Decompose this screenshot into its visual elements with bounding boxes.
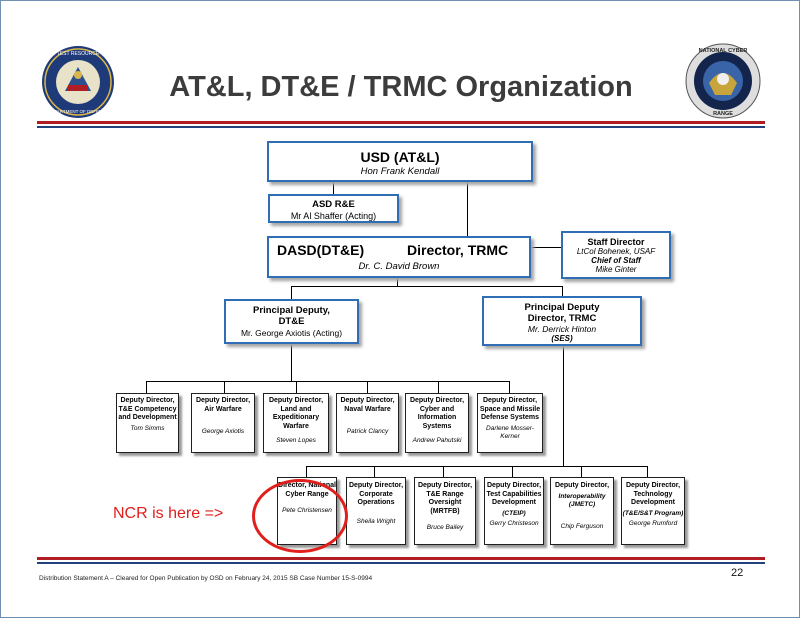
asd-box: ASD R&E Mr Al Shaffer (Acting) [268, 194, 399, 223]
usd-name: Hon Frank Kendall [360, 166, 440, 177]
trmc-deputy-name: Bruce Bailey [426, 524, 464, 531]
staff-role: Chief of Staff [591, 256, 641, 265]
principal-deputy-dte-box: Principal Deputy, DT&E Mr. George Axioti… [224, 299, 359, 344]
pd-trmc-title1: Principal Deputy [524, 302, 600, 313]
trmc-seal-logo: TEST RESOURCE DEPARTMENT OF DEFENSE [42, 46, 114, 118]
dte-deputy-name: Patrick Clancy [346, 428, 389, 435]
page-number: 22 [731, 567, 744, 579]
staff-title: Staff Director [587, 237, 645, 247]
dte-deputy-box: Deputy Director, Space and Missile Defen… [477, 393, 543, 453]
pd-dte-title1: Principal Deputy, [253, 305, 330, 316]
pd-trmc-name: Mr. Derrick Hinton [527, 324, 597, 334]
footer-rule-blue [37, 562, 765, 564]
connector [438, 381, 439, 393]
page-title: AT&L, DT&E / TRMC Organization [169, 71, 633, 103]
svg-text:NATIONAL CYBER: NATIONAL CYBER [699, 48, 748, 54]
staff-director-box: Staff Director LtCol Bohenek, USAF Chief… [561, 231, 671, 279]
connector [397, 278, 398, 286]
asd-title: ASD R&E [312, 199, 355, 210]
svg-text:RANGE: RANGE [713, 111, 733, 117]
pd-dte-name: Mr. George Axiotis (Acting) [240, 328, 343, 338]
dte-deputy-title: Deputy Director, Cyber and Information S… [409, 397, 465, 430]
connector [333, 181, 334, 195]
trmc-deputy-title: Deputy Director, T&E Range Oversight (MR… [417, 482, 473, 515]
trmc-deputy-name: Sheila Wright [356, 517, 396, 525]
trmc-deputy-box: Deputy Director, Interoperability (JMETC… [550, 477, 614, 545]
connector [146, 381, 509, 382]
dasd-box: DASD(DT&E) Director, TRMC Dr. C. David B… [267, 236, 531, 278]
connector [291, 286, 292, 299]
connector [467, 181, 468, 236]
trmc-deputy-box: Deputy Director, T&E Range Oversight (MR… [414, 477, 476, 545]
staff-name: LtCol Bohenek, USAF [576, 247, 656, 256]
connector [531, 247, 561, 248]
dte-deputy-name: Tom Simms [130, 424, 165, 432]
connector [509, 381, 510, 393]
dte-deputy-name: George Axiotis [201, 428, 245, 435]
trmc-deputy-box: Deputy Director, Corporate Operations Sh… [346, 477, 406, 545]
dte-deputy-name: Steven Lopes [276, 437, 316, 444]
connector [296, 381, 297, 393]
dte-deputy-title: Deputy Director, Land and Expeditionary … [268, 397, 324, 430]
trmc-deputy-name: Gerry Christeson [489, 519, 539, 527]
staff-name2: Mike Ginter [595, 265, 637, 274]
dte-deputy-name: Andrew Pahutski [412, 437, 462, 444]
dte-deputy-title: Deputy Director, Air Warfare [195, 397, 251, 413]
dte-deputy-box: Deputy Director, Air Warfare George Axio… [191, 393, 255, 453]
connector [581, 466, 582, 477]
dte-deputy-box: Deputy Director, Land and Expeditionary … [263, 393, 329, 453]
connector [367, 381, 368, 393]
trmc-deputy-box: Deputy Director, Technology Development … [621, 477, 685, 545]
dte-deputy-box: Deputy Director, Cyber and Information S… [405, 393, 469, 453]
connector [647, 466, 648, 477]
pd-dte-title2: DT&E [278, 316, 305, 327]
ncr-seal-logo: NATIONAL CYBER RANGE [685, 43, 761, 119]
trmc-deputy-name: George Rumford [628, 519, 678, 527]
dte-deputy-title: Deputy Director, T&E Competency and Deve… [118, 397, 177, 421]
connector [374, 466, 375, 477]
trmc-deputy-name: Chip Ferguson [560, 522, 604, 530]
footer-rule-red [37, 557, 765, 560]
connector [562, 286, 563, 296]
connector [146, 381, 147, 393]
trmc-deputy-box: Deputy Director, Test Capabilities Devel… [484, 477, 544, 545]
dasd-title-right: Director, TRMC [407, 242, 509, 258]
distribution-statement: Distribution Statement A – Cleared for O… [39, 575, 373, 582]
svg-text:TEST RESOURCE: TEST RESOURCE [57, 51, 100, 57]
connector [224, 381, 225, 393]
dte-deputy-name: Darlene Mosser-Kerner [486, 424, 534, 440]
usd-title: USD (AT&L) [360, 149, 440, 165]
connector [512, 466, 513, 477]
dasd-title-left: DASD(DT&E) [277, 242, 365, 258]
dte-deputy-box: Deputy Director, Naval Warfare Patrick C… [336, 393, 399, 453]
ncr-callout: NCR is here => [113, 505, 224, 522]
header-rule-red [37, 121, 765, 124]
dte-deputy-title: Deputy Director, Space and Missile Defen… [479, 397, 541, 421]
connector [306, 466, 647, 467]
pd-trmc-title2: Director, TRMC [527, 313, 597, 324]
connector [443, 466, 444, 477]
trmc-deputy-title: Deputy Director, Technology Development [625, 482, 681, 506]
connector [563, 346, 564, 466]
principal-deputy-trmc-box: Principal Deputy Director, TRMC Mr. Derr… [482, 296, 642, 346]
connector [291, 286, 563, 287]
dte-deputy-title: Deputy Director, Naval Warfare [340, 397, 395, 413]
dasd-name: Dr. C. David Brown [358, 261, 440, 272]
asd-name: Mr Al Shaffer (Acting) [290, 211, 377, 221]
trmc-deputy-title: Deputy Director, Corporate Operations [348, 482, 404, 506]
trmc-deputy-sub: (CTEIP) [502, 509, 526, 517]
ncr-highlight-ellipse [252, 479, 348, 553]
trmc-deputy-title: Deputy Director, [554, 482, 610, 489]
trmc-deputy-sub: Interoperability (JMETC) [558, 492, 606, 508]
dte-deputy-box: Deputy Director, T&E Competency and Deve… [116, 393, 179, 453]
pd-trmc-note: (SES) [551, 334, 573, 343]
connector [306, 466, 307, 477]
usd-box: USD (AT&L) Hon Frank Kendall [267, 141, 533, 182]
svg-text:DEPARTMENT OF DEFENSE: DEPARTMENT OF DEFENSE [48, 109, 109, 114]
trmc-deputy-sub: (T&E/S&T Program) [622, 509, 684, 517]
trmc-deputy-title: Deputy Director, Test Capabilities Devel… [486, 482, 542, 506]
header-rule-blue [37, 126, 765, 128]
connector [291, 344, 292, 381]
